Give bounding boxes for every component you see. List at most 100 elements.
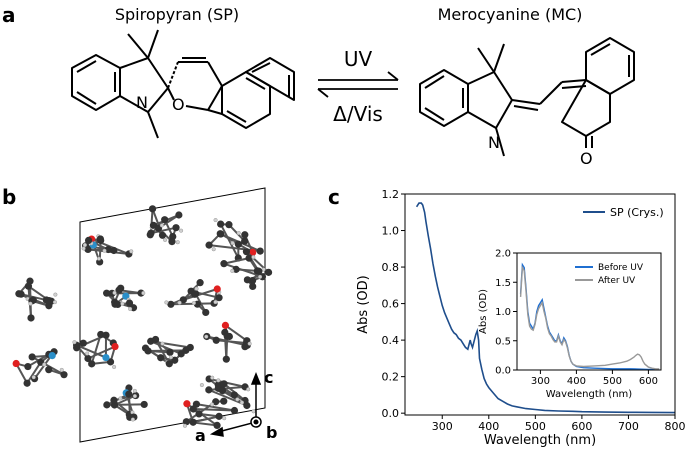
hydrogen-atom	[176, 240, 180, 244]
carbon-atom	[15, 290, 22, 297]
carbon-atom	[168, 238, 175, 245]
merocyanine-structure	[420, 38, 634, 156]
carbon-atom	[220, 380, 227, 387]
hydrogen-atom	[237, 231, 241, 235]
carbon-atom	[205, 386, 212, 393]
hydrogen-atom	[179, 229, 183, 233]
carbon-atom	[213, 337, 220, 344]
hydrogen-atom	[222, 416, 226, 420]
hydrogen-atom	[210, 403, 214, 407]
panel-b: b c a b	[2, 185, 277, 445]
carbon-atom	[125, 391, 132, 398]
carbon-atom	[73, 344, 80, 351]
uv-label: UV	[344, 47, 373, 71]
carbon-atom	[172, 224, 179, 231]
delta-vis-label: Δ/Vis	[333, 102, 383, 126]
carbon-atom	[257, 248, 264, 255]
carbon-atom	[195, 410, 202, 417]
carbon-atom	[220, 260, 227, 267]
y-tick-label: 1.5	[495, 278, 511, 289]
x-tick-label: 600	[639, 376, 658, 387]
hydrogen-atom	[231, 241, 235, 245]
carbon-atom	[147, 230, 154, 237]
carbon-atom	[110, 397, 117, 404]
sp-name: Spiropyran (SP)	[115, 5, 239, 24]
hydrogen-atom	[73, 340, 77, 344]
carbon-atom	[215, 294, 222, 301]
carbon-atom	[161, 216, 168, 223]
hydrogen-atom	[103, 249, 107, 253]
carbon-atom	[85, 237, 92, 244]
hydrogen-atom	[54, 293, 58, 297]
carbon-atom	[114, 301, 121, 308]
hydrogen-atom	[160, 224, 164, 228]
x-axis-label: Wavelength (nm)	[546, 389, 632, 400]
hydrogen-atom	[85, 352, 89, 356]
y-tick-label: 0.6	[382, 297, 400, 310]
hydrogen-atom	[169, 355, 173, 359]
hydrogen-atom	[97, 257, 101, 261]
hydrogen-atom	[252, 410, 256, 414]
panel-a: a Spiropyran (SP) Merocyanine (MC)	[2, 3, 634, 168]
bond	[151, 209, 153, 233]
hydrogen-atom	[53, 300, 57, 304]
hydrogen-atom	[248, 342, 252, 346]
hydrogen-atom	[161, 342, 165, 346]
hydrogen-atom	[29, 302, 33, 306]
hydrogen-atom	[183, 424, 187, 428]
equilibrium-arrows	[318, 72, 398, 97]
x-tick-label: 600	[571, 420, 592, 433]
panel-c-label: c	[328, 185, 340, 209]
carbon-atom	[223, 356, 230, 363]
y-tick-label: 1.0	[382, 224, 400, 237]
carbon-atom	[45, 297, 52, 304]
legend-entry-0: Before UV	[598, 263, 644, 273]
oxygen-atom	[111, 343, 118, 350]
hydrogen-atom	[214, 218, 218, 222]
x-tick-label: 400	[567, 376, 586, 387]
carbon-atom	[235, 241, 242, 248]
carbon-atom	[192, 290, 199, 297]
carbon-atom	[24, 363, 31, 370]
x-tick-label: 300	[432, 420, 453, 433]
hydrogen-atom	[165, 301, 169, 305]
legend-entry-0: SP (Crys.)	[610, 206, 664, 219]
carbon-atom	[144, 347, 151, 354]
carbon-atom	[45, 366, 52, 373]
hydrogen-atom	[119, 397, 123, 401]
mc-name: Merocyanine (MC)	[438, 5, 583, 24]
carbon-atom	[241, 237, 248, 244]
carbon-atom	[166, 360, 173, 367]
hydrogen-atom	[246, 388, 250, 392]
carbon-atom	[205, 242, 212, 249]
carbon-atom	[175, 211, 182, 218]
carbon-atom	[157, 354, 164, 361]
hydrogen-atom	[82, 247, 86, 251]
carbon-atom	[29, 353, 36, 360]
carbon-atom	[126, 299, 133, 306]
carbon-atom	[80, 340, 87, 347]
carbon-atom	[225, 221, 232, 228]
hydrogen-atom	[60, 368, 64, 372]
hydrogen-atom	[258, 275, 262, 279]
carbon-atom	[213, 422, 220, 429]
y-tick-label: 0.4	[382, 334, 400, 347]
axis-a-label: a	[195, 426, 206, 445]
hydrogen-atom	[129, 250, 133, 254]
oxygen-atom	[13, 360, 20, 367]
carbon-atom	[255, 268, 262, 275]
carbon-atom	[244, 276, 251, 283]
x-tick-label: 300	[531, 376, 550, 387]
x-axis-label: Wavelength (nm)	[484, 433, 596, 447]
oxygen-atom	[183, 400, 190, 407]
carbon-atom	[166, 349, 173, 356]
oxygen-atom	[222, 322, 229, 329]
hydrogen-atom	[212, 247, 216, 251]
x-tick-label: 500	[525, 420, 546, 433]
carbon-atom	[217, 230, 224, 237]
hydrogen-atom	[112, 365, 116, 369]
